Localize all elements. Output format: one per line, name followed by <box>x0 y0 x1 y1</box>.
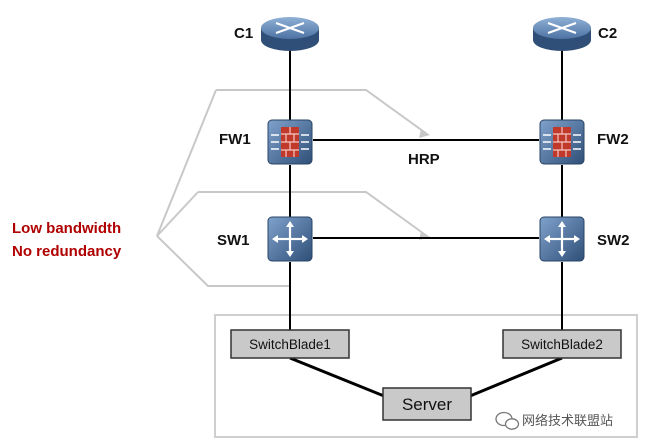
server-links <box>289 356 563 398</box>
firewall-icon-fw2 <box>539 119 585 165</box>
label-sw2: SW2 <box>597 232 630 249</box>
switchblade2-box <box>502 329 622 359</box>
server-box <box>382 387 472 421</box>
label-server: Server <box>402 395 452 414</box>
label-fw1: FW1 <box>219 131 251 148</box>
watermark-text: 网络技术联盟站 <box>522 413 613 429</box>
annotation-arrowheads <box>419 129 430 240</box>
label-sw1: SW1 <box>217 232 250 249</box>
annotation-line1: Low bandwidth <box>12 220 121 237</box>
label-hrp: HRP <box>408 151 440 168</box>
annotation-line2: No redundancy <box>12 243 122 260</box>
switch-icon-sw2 <box>539 216 585 262</box>
network-links <box>289 50 563 330</box>
label-switchblade2: SwitchBlade2 <box>521 337 603 352</box>
link-switchblade1-server <box>289 356 385 398</box>
wechat-icon <box>495 411 520 430</box>
label-c2: C2 <box>598 25 617 42</box>
label-fw2: FW2 <box>597 131 629 148</box>
label-switchblade1: SwitchBlade1 <box>249 337 331 352</box>
router-icon-c1 <box>261 17 319 51</box>
link-switchblade2-server <box>469 356 563 398</box>
switch-icon-sw1 <box>267 216 313 262</box>
server-area-frame <box>214 314 638 438</box>
annotation-arrows <box>156 89 428 287</box>
switchblade1-box <box>230 329 350 359</box>
router-icon-c2 <box>533 17 591 51</box>
firewall-icon-fw1 <box>267 119 313 165</box>
label-c1: C1 <box>234 25 253 42</box>
